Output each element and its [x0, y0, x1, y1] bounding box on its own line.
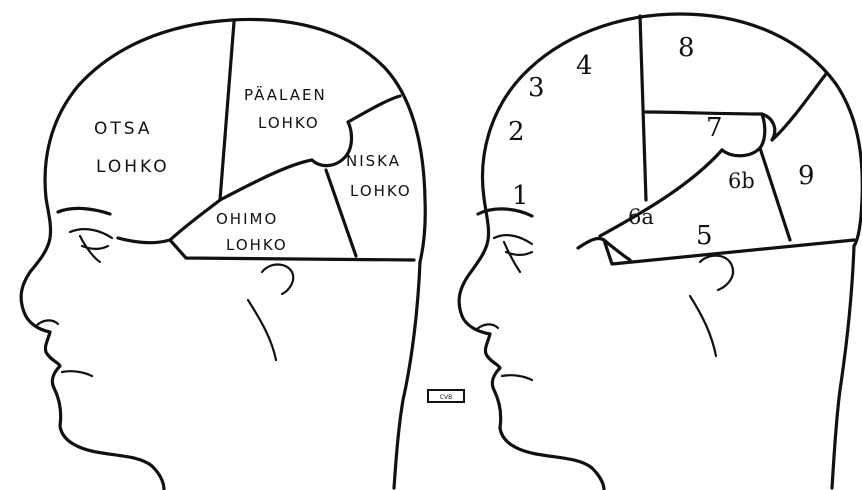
right-head-jaw [690, 296, 716, 356]
right-head-divider-6b-9 [760, 148, 790, 240]
right-head-mouth [502, 375, 532, 380]
right-head-ear [700, 256, 733, 290]
right-head-divider-vertical [640, 16, 646, 200]
label-niska-lohko: LOHKO [350, 182, 412, 200]
left-head-brow [58, 208, 110, 214]
region-number-8: 8 [678, 33, 695, 63]
right-head-skull-outline [483, 14, 862, 246]
label-ohimo: OHIMO [216, 210, 278, 228]
region-number-5: 5 [696, 221, 713, 251]
region-number-7: 7 [706, 113, 723, 143]
left-head-neck-outline [394, 262, 420, 488]
left-head-divider-frontal-parietal [220, 22, 234, 200]
label-otsa-lohko: LOHKO [96, 157, 170, 177]
label-paalaen: PÄALAEN [244, 85, 327, 104]
left-head-divider-temporal-upper [170, 200, 220, 240]
left-head-ear [262, 265, 293, 295]
left-head-eye [70, 229, 112, 262]
right-head-eye [494, 235, 532, 272]
right-head-nostril [476, 324, 498, 330]
region-number-9: 9 [798, 161, 815, 191]
region-number-1: 1 [512, 181, 529, 211]
right-head-divider-7-bulge [722, 114, 765, 156]
left-head-nostril [36, 320, 58, 326]
engraver-stamp: CVB [428, 390, 464, 402]
label-otsa: OTSA [94, 119, 153, 139]
region-number-3: 3 [528, 73, 545, 103]
label-niska: NISKA [346, 152, 401, 170]
engraver-stamp-text: CVB [440, 394, 452, 401]
left-head-mouth [62, 371, 92, 376]
label-ohimo-lohko: LOHKO [226, 236, 288, 254]
left-head-jaw [248, 300, 276, 360]
label-paalaen-lohko: LOHKO [258, 114, 320, 132]
right-head: 1 2 3 4 5 6a 6b 7 8 9 [459, 14, 862, 490]
region-number-6b: 6b [728, 169, 755, 193]
left-head: OTSA LOHKO PÄALAEN LOHKO NISKA LOHKO OHI… [21, 19, 425, 490]
right-head-neck-outline [832, 246, 854, 488]
region-number-6a: 6a [628, 205, 654, 229]
right-head-face-profile [459, 198, 604, 490]
region-number-2: 2 [508, 117, 525, 147]
right-head-divider-upper-back [646, 74, 826, 140]
region-number-4: 4 [576, 51, 593, 81]
